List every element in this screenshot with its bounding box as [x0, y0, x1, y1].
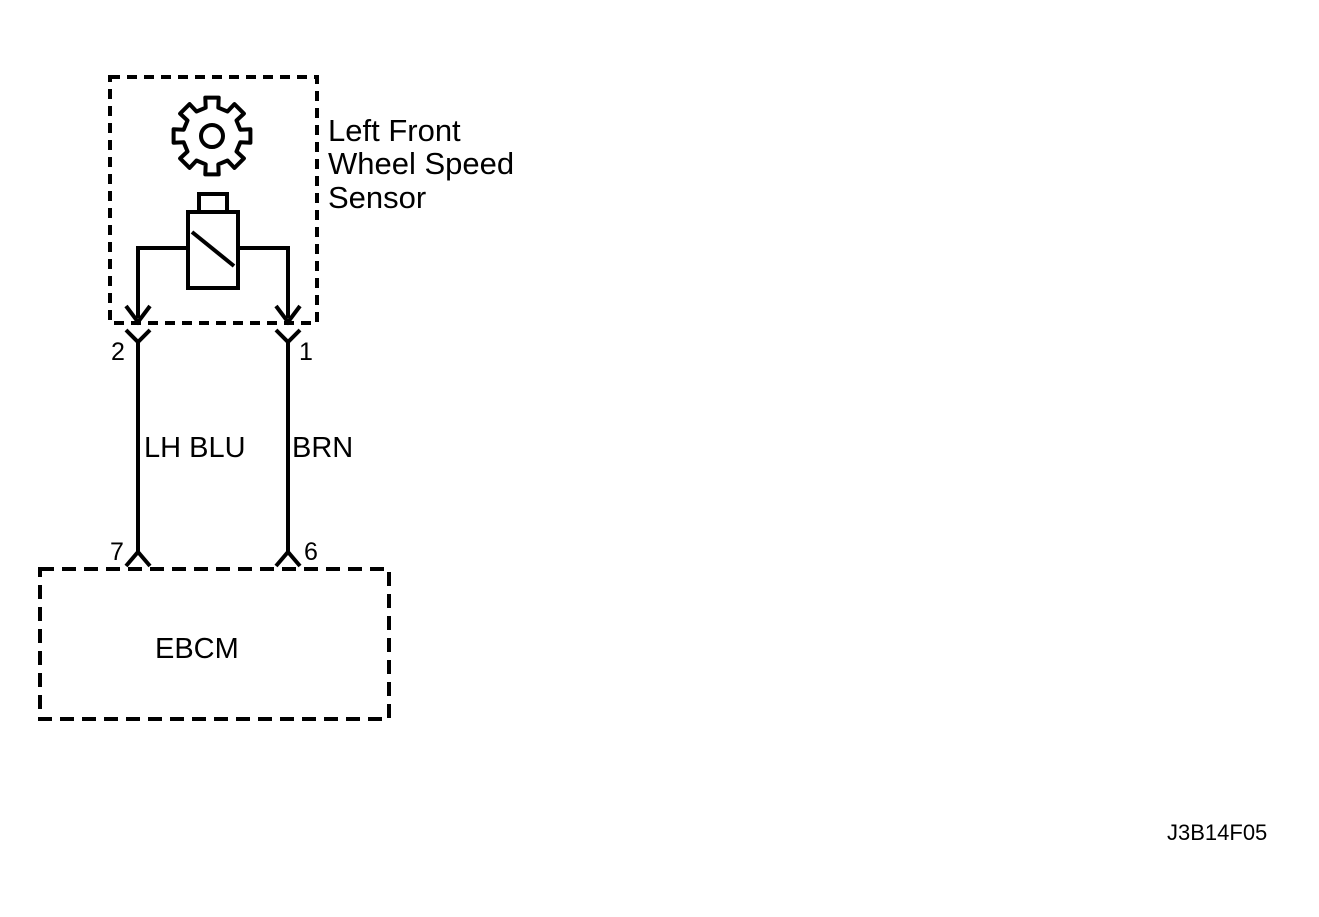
sensor-connector-left — [124, 328, 152, 345]
sensor-lead-left — [136, 246, 188, 318]
module-connector-left — [124, 548, 152, 568]
gear-icon — [171, 95, 253, 177]
sensor-label-line-2: Wheel Speed — [328, 146, 514, 181]
ebcm-module-box — [38, 567, 391, 721]
sensor-pin-left-label: 2 — [111, 338, 125, 366]
sensor-label-line-1: Left Front — [328, 113, 461, 148]
sensor-label-line-3: Sensor — [328, 180, 426, 215]
sensor-pin-left-arrow — [124, 304, 152, 326]
figure-code: J3B14F05 — [1167, 820, 1267, 845]
sensor-pin-right-label: 1 — [299, 338, 313, 366]
wire-label-left: LH BLU — [144, 432, 246, 464]
module-label: EBCM — [155, 633, 239, 665]
sensor-connector-right — [274, 328, 302, 345]
sensor-pin-right-arrow — [274, 304, 302, 326]
sensor-coil-icon — [186, 192, 240, 290]
module-connector-right — [274, 548, 302, 568]
sensor-enclosure — [108, 75, 319, 325]
module-pin-left-label: 7 — [110, 538, 124, 566]
wire-label-right: BRN — [292, 432, 353, 464]
module-pin-right-label: 6 — [304, 538, 318, 566]
sensor-lead-right — [238, 246, 290, 318]
